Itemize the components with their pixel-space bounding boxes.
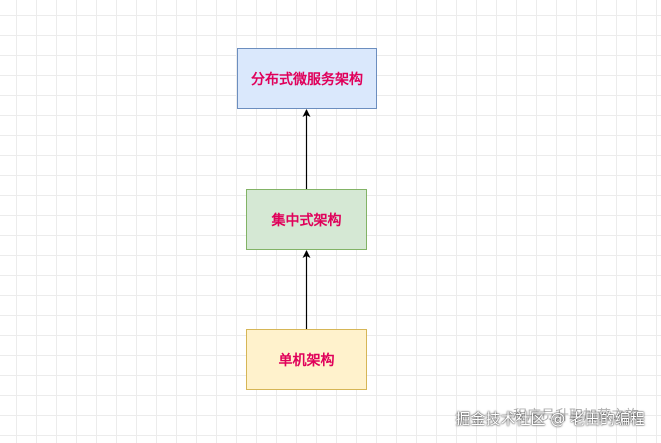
node-distributed-microservice-architecture[interactable]: 分布式微服务架构 [237,48,377,109]
node-label: 分布式微服务架构 [251,71,363,88]
watermark-primary: 掘金技术社区 @ 老田的编程 [455,410,645,428]
node-label: 集中式架构 [271,212,342,229]
node-standalone-architecture[interactable]: 单机架构 [246,329,367,390]
watermark-secondary: 程序员升职加薪之旅 [513,408,639,424]
node-label: 单机架构 [278,352,335,369]
node-centralized-architecture[interactable]: 集中式架构 [246,189,367,250]
